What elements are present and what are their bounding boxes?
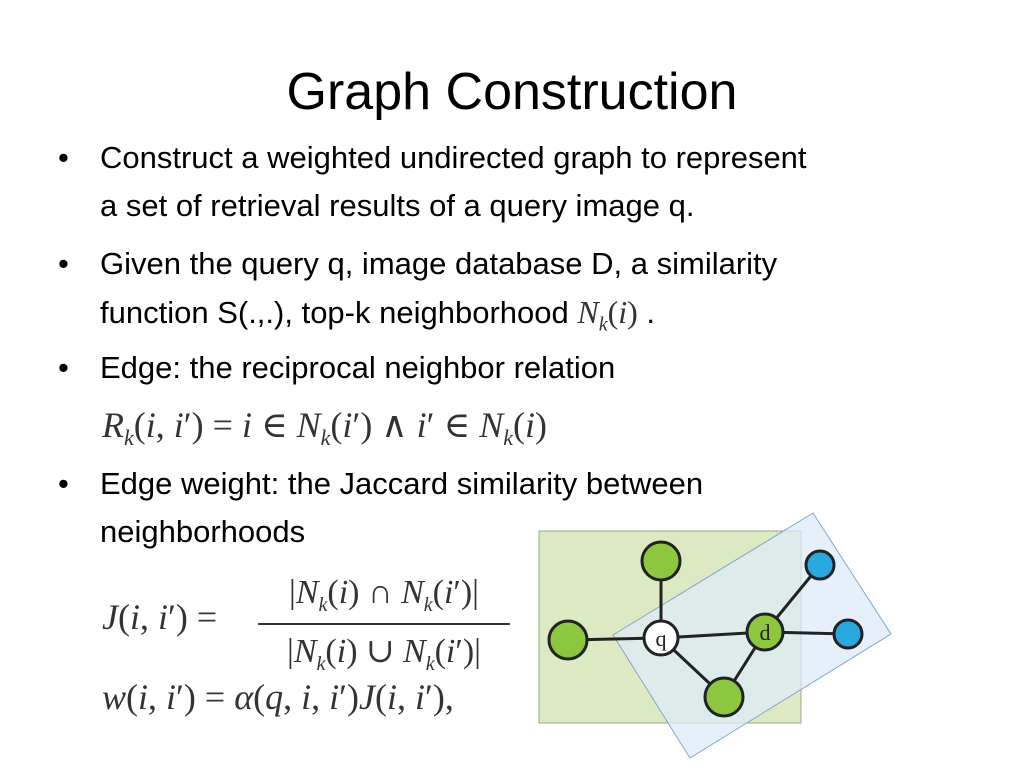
bullet-text-line: Given the query q, image database D, a s…: [100, 246, 778, 281]
query-node: [642, 619, 680, 657]
bullet-edge-weight: • Edge weight: the Jaccard similarity be…: [58, 460, 960, 556]
bullet-dot: •: [58, 246, 69, 281]
bullet-edge: • Edge: the reciprocal neighbor relation: [58, 344, 960, 392]
graph-figure: q d: [538, 512, 892, 759]
query-node-label: q: [656, 626, 667, 651]
bullet-dot: •: [58, 466, 69, 501]
bullet-dot: •: [58, 350, 69, 385]
bullet-text-line-with-math: function S(.,.), top-k neighborhood Nk(i…: [100, 288, 960, 348]
slide-title: Graph Construction: [286, 63, 738, 121]
bullet-construct-graph: • Construct a weighted undirected graph …: [58, 134, 960, 230]
neighborhood-math: Nk(i): [577, 294, 638, 336]
blue-node: [804, 549, 836, 581]
green-node: [547, 619, 589, 661]
bullet-text-line: Edge: the reciprocal neighbor relation: [100, 350, 616, 385]
database-node: [745, 612, 785, 652]
bullet-text: function S(.,.), top-k neighborhood: [100, 295, 569, 330]
database-node-label: d: [760, 620, 771, 645]
jaccard-denominator: |Nk(i) ∪ Nk(i′)|: [287, 632, 481, 675]
fraction-bar: [258, 622, 510, 625]
bullet-text-line: a set of retrieval results of a query im…: [100, 188, 695, 223]
reciprocal-equation: Rk(i, i′) = i ∈ Nk(i′) ∧ i′ ∈ Nk(i): [102, 405, 547, 451]
jaccard-lhs: J(i, i′) =: [102, 597, 218, 637]
green-node: [640, 540, 682, 582]
weight-equation: w(i, i′) = α(q, i, i′)J(i, i′),: [102, 677, 454, 717]
jaccard-fraction: |Nk(i) ∩ Nk(i′)| |Nk(i) ∪ Nk(i′)|: [258, 574, 510, 676]
blue-node: [832, 618, 864, 650]
bullet-text-line: neighborhoods: [100, 514, 306, 549]
bullet-given-query: • Given the query q, image database D, a…: [58, 240, 960, 348]
jaccard-numerator: |Nk(i) ∩ Nk(i′)|: [289, 574, 479, 616]
bullet-text-line: Edge weight: the Jaccard similarity betw…: [100, 466, 704, 501]
bullet-text: .: [646, 295, 656, 330]
green-node: [703, 676, 745, 718]
bullet-dot: •: [58, 140, 69, 175]
bullet-text-line: Construct a weighted undirected graph to…: [100, 140, 807, 175]
